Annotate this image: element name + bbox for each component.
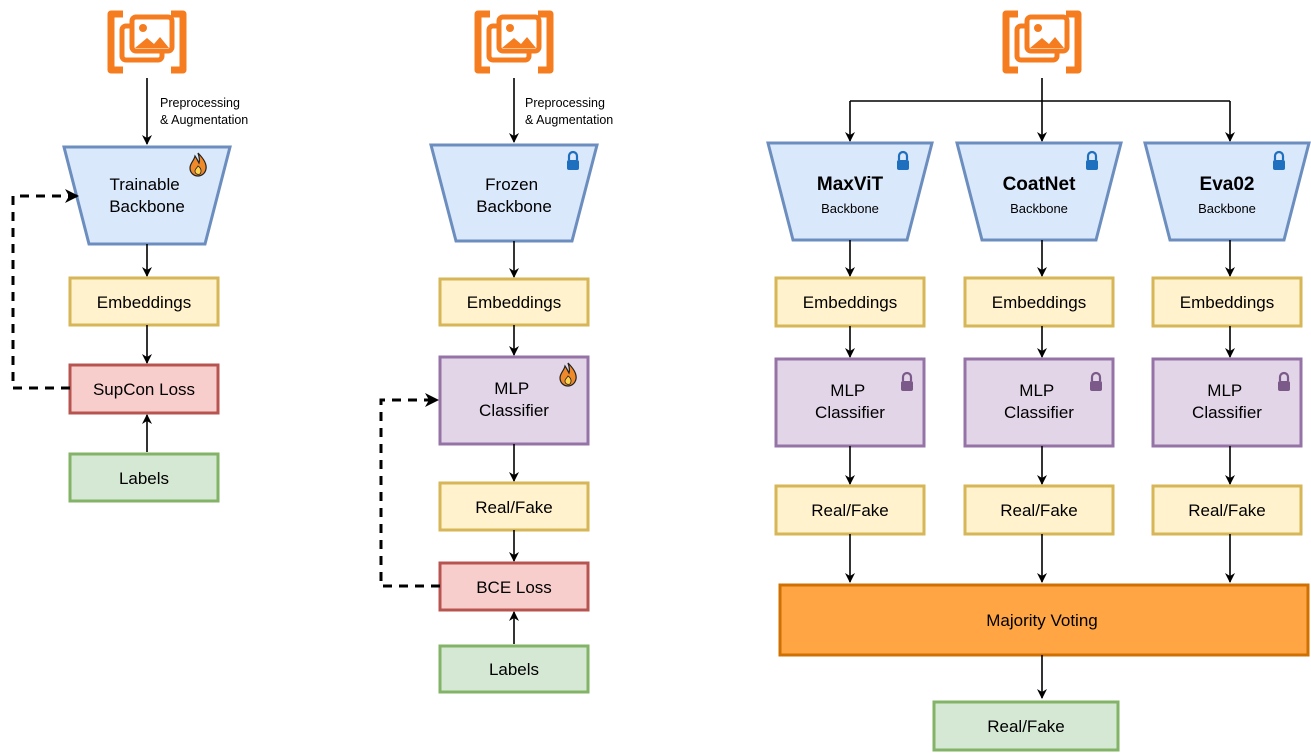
mlp-classifier-box: [963, 357, 1115, 448]
labels-box: Labels: [68, 452, 220, 503]
backbone-label: Trainable Backbone: [109, 175, 185, 216]
pipeline-2: Preprocessing & Augmentation Frozen Back…: [379, 14, 613, 694]
svg-text:Embeddings: Embeddings: [97, 293, 192, 312]
svg-text:Majority Voting: Majority Voting: [986, 611, 1098, 630]
embeddings-box: Embeddings: [438, 277, 590, 327]
embeddings-label: Embeddings: [1180, 293, 1275, 312]
svg-text:SupCon Loss: SupCon Loss: [93, 380, 195, 399]
svg-text:MLP Classifier: MLP Classifier: [479, 379, 549, 420]
mlp-classifier-box: MLP Classifier: [438, 355, 590, 446]
embeddings-box: [963, 276, 1115, 328]
real-fake-box: [774, 484, 926, 536]
image-stack-icon: [111, 14, 183, 70]
maxvit-backbone: [766, 141, 934, 242]
bce-loss-box: BCE Loss: [438, 561, 590, 612]
mlp-classifier-box: [1151, 357, 1303, 448]
supcon-loss-box: SupCon Loss: [68, 363, 220, 415]
real-fake-label: Real/Fake: [811, 501, 888, 520]
embeddings-box: [774, 276, 926, 328]
feedback-dashed-arrow: [379, 393, 440, 588]
svg-text:Embeddings: Embeddings: [467, 293, 562, 312]
real-fake-box: [1151, 484, 1303, 536]
real-fake-box: Real/Fake: [438, 481, 590, 532]
embeddings-label: Embeddings: [992, 293, 1087, 312]
embeddings-box: [1151, 276, 1303, 328]
classifier-label: MLP Classifier: [815, 381, 885, 422]
eva02-backbone: [1143, 141, 1311, 242]
preprocess-label: Preprocessing & Augmentation: [160, 96, 248, 127]
embeddings-box: Embeddings: [68, 276, 220, 327]
embeddings-label: Embeddings: [803, 293, 898, 312]
image-stack-icon: [1006, 14, 1078, 70]
maxvit-label: MaxViT: [817, 174, 884, 195]
preprocess-label: Preprocessing & Augmentation: [525, 96, 613, 127]
svg-text:Labels: Labels: [119, 469, 169, 488]
backbone-sublabel: Backbone: [1198, 201, 1256, 216]
real-fake-label: Real/Fake: [1188, 501, 1265, 520]
pipeline-3: MaxViT Backbone Embeddings MLP Classifie…: [766, 14, 1311, 752]
backbone-label: Frozen Backbone: [476, 175, 552, 216]
classifier-label: MLP Classifier: [1004, 381, 1074, 422]
final-real-fake-box: Real/Fake: [932, 700, 1120, 752]
pipeline-1: Preprocessing & Augmentation Trainable B…: [11, 14, 248, 503]
mlp-classifier-box: [774, 357, 926, 448]
feedback-dashed-arrow: [11, 189, 79, 390]
labels-box: Labels: [438, 644, 590, 694]
majority-voting-box: Majority Voting: [778, 583, 1310, 657]
branch-eva02: Eva02 Backbone Embeddings MLP Classifier…: [1143, 141, 1311, 583]
backbone-sublabel: Backbone: [821, 201, 879, 216]
trainable-backbone: Trainable Backbone: [62, 145, 232, 246]
branch-maxvit: MaxViT Backbone Embeddings MLP Classifie…: [766, 141, 934, 583]
svg-text:Labels: Labels: [489, 660, 539, 679]
eva02-label: Eva02: [1200, 174, 1255, 195]
svg-text:Real/Fake: Real/Fake: [987, 717, 1064, 736]
backbone-sublabel: Backbone: [1010, 201, 1068, 216]
svg-text:BCE Loss: BCE Loss: [476, 578, 552, 597]
real-fake-box: [963, 484, 1115, 536]
branch-coatnet: CoatNet Backbone Embeddings MLP Classifi…: [955, 141, 1123, 583]
coatnet-backbone: [955, 141, 1123, 242]
frozen-backbone: Frozen Backbone: [429, 143, 599, 243]
image-stack-icon: [478, 14, 550, 70]
svg-text:Real/Fake: Real/Fake: [475, 498, 552, 517]
coatnet-label: CoatNet: [1003, 174, 1077, 195]
classifier-label: MLP Classifier: [1192, 381, 1262, 422]
real-fake-label: Real/Fake: [1000, 501, 1077, 520]
